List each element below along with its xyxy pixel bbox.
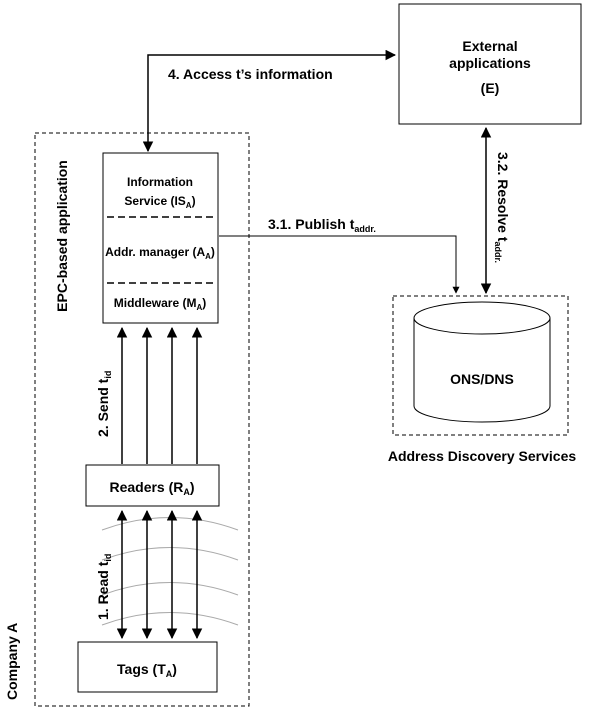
address-discovery-label: Address Discovery Services	[388, 448, 577, 464]
middleware-label: Middleware (MA)	[114, 296, 206, 312]
company-a-boundary	[34, 132, 250, 707]
tags-box	[77, 641, 218, 693]
address-discovery-boundary	[392, 295, 569, 436]
external-apps-line2: applications	[449, 55, 531, 71]
external-applications-box	[398, 3, 582, 125]
publish-label: 3.1. Publish taddr.	[268, 216, 376, 234]
external-apps-line3: (E)	[481, 80, 500, 96]
company-a-label: Company A	[4, 623, 20, 700]
readers-box	[85, 464, 220, 507]
info-service-line1: Information	[127, 175, 193, 189]
external-apps-line1: External	[462, 38, 517, 54]
resolve-label: 3.2. Resolve taddr.	[493, 152, 511, 263]
send-label: 2. Send tid	[95, 371, 113, 437]
readers-label: Readers (RA)	[109, 479, 194, 497]
read-label: 1. Read tid	[95, 554, 113, 620]
epc-application-label: EPC-based application	[54, 160, 70, 312]
epc-application-box	[102, 152, 219, 324]
addr-manager-label: Addr. manager (AA)	[105, 245, 215, 261]
tags-label: Tags (TA)	[117, 661, 177, 679]
ons-dns-label: ONS/DNS	[450, 371, 514, 387]
publish-arrow	[219, 235, 460, 294]
info-service-line2: Service (ISA)	[124, 194, 195, 210]
access-information-arrow	[142, 49, 397, 153]
ons-dns-cylinder	[413, 301, 551, 423]
access-information-label: 4. Access t’s information	[168, 66, 333, 82]
